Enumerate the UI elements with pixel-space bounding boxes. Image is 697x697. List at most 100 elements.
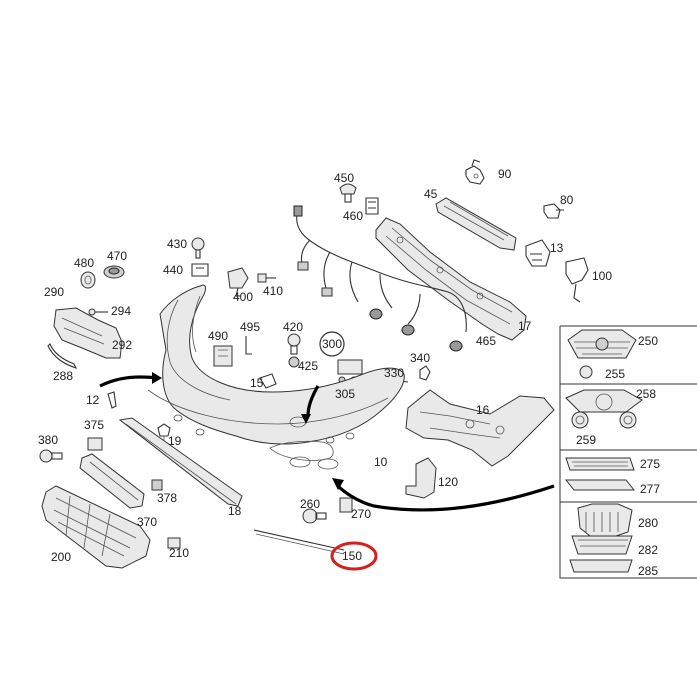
clip-378 bbox=[151, 479, 163, 491]
label-100: 100 bbox=[592, 269, 612, 283]
label-430: 430 bbox=[167, 237, 187, 251]
callout-circle-300 bbox=[319, 331, 345, 357]
label-282: 282 bbox=[638, 543, 658, 557]
label-330: 330 bbox=[384, 366, 404, 380]
grille-258 bbox=[565, 389, 643, 413]
label-470: 470 bbox=[107, 249, 127, 263]
label-13: 13 bbox=[550, 241, 564, 255]
variant-inset-panel bbox=[559, 325, 697, 579]
label-294: 294 bbox=[111, 304, 131, 318]
label-45: 45 bbox=[424, 187, 438, 201]
clip-80 bbox=[543, 203, 564, 219]
strip-150 bbox=[253, 529, 345, 555]
bolt-420 bbox=[287, 333, 301, 355]
strip-18 bbox=[118, 417, 243, 507]
clip-12 bbox=[107, 391, 117, 409]
trim-375 bbox=[87, 437, 103, 451]
label-270: 270 bbox=[351, 507, 371, 521]
bolt-260 bbox=[302, 508, 327, 524]
grille-280 bbox=[577, 503, 633, 537]
label-90: 90 bbox=[498, 167, 512, 181]
bumper-cover-10 bbox=[147, 284, 405, 470]
label-260: 260 bbox=[300, 497, 320, 511]
bolt-210 bbox=[167, 537, 181, 549]
pointer-arrows bbox=[99, 372, 555, 512]
label-15: 15 bbox=[250, 376, 264, 390]
label-255: 255 bbox=[605, 367, 625, 381]
label-375: 375 bbox=[84, 418, 104, 432]
bracket-120 bbox=[405, 457, 437, 499]
label-275: 275 bbox=[640, 457, 660, 471]
strip-288 bbox=[47, 343, 78, 369]
bolt-380 bbox=[39, 449, 63, 463]
label-410: 410 bbox=[263, 284, 283, 298]
nut-425 bbox=[288, 356, 300, 368]
label-200: 200 bbox=[51, 550, 71, 564]
clip-495 bbox=[245, 336, 252, 355]
label-18: 18 bbox=[228, 504, 242, 518]
grille-282 bbox=[571, 535, 633, 555]
label-370: 370 bbox=[137, 515, 157, 529]
bracket-440 bbox=[191, 263, 209, 277]
bolt-430 bbox=[191, 237, 205, 259]
label-10: 10 bbox=[374, 455, 388, 469]
carrier-16 bbox=[405, 389, 555, 467]
label-460: 460 bbox=[343, 209, 363, 223]
bracket-400 bbox=[227, 267, 249, 297]
label-425: 425 bbox=[298, 359, 318, 373]
label-12: 12 bbox=[86, 393, 100, 407]
label-495: 495 bbox=[240, 320, 260, 334]
label-210: 210 bbox=[169, 546, 189, 560]
label-285: 285 bbox=[638, 564, 658, 578]
wiring-harness-465 bbox=[293, 205, 467, 352]
bracket-100 bbox=[565, 257, 589, 303]
label-490: 490 bbox=[208, 329, 228, 343]
label-259: 259 bbox=[576, 433, 596, 447]
screw-294 bbox=[88, 308, 108, 316]
bracket-292 bbox=[53, 307, 123, 359]
clip-340 bbox=[419, 365, 431, 381]
label-80: 80 bbox=[560, 193, 574, 207]
label-120: 120 bbox=[438, 475, 458, 489]
label-288: 288 bbox=[53, 369, 73, 383]
clip-460 bbox=[365, 197, 379, 215]
bracket-490 bbox=[213, 345, 233, 367]
label-250: 250 bbox=[638, 334, 658, 348]
bolt-410 bbox=[257, 273, 276, 283]
bolt-450 bbox=[339, 183, 357, 203]
label-290: 290 bbox=[44, 285, 64, 299]
label-277: 277 bbox=[640, 482, 660, 496]
label-16: 16 bbox=[476, 403, 490, 417]
grille-275 bbox=[565, 457, 635, 471]
highlight-circle-150[interactable] bbox=[330, 541, 378, 571]
label-340: 340 bbox=[410, 351, 430, 365]
label-400: 400 bbox=[233, 290, 253, 304]
strip-285 bbox=[569, 559, 633, 573]
label-150[interactable]: 150 bbox=[342, 549, 362, 563]
part-labels: 90 450 45 460 80 13 430 470 480 440 400 … bbox=[38, 167, 660, 578]
grille-370 bbox=[79, 453, 145, 509]
label-280: 280 bbox=[638, 516, 658, 530]
bracket-13 bbox=[525, 239, 551, 267]
label-300: 300 bbox=[322, 337, 342, 351]
label-465: 465 bbox=[476, 334, 496, 348]
label-292: 292 bbox=[112, 338, 132, 352]
label-19: 19 bbox=[168, 434, 182, 448]
clip-270 bbox=[339, 497, 353, 513]
label-305: 305 bbox=[335, 387, 355, 401]
bracket-15 bbox=[259, 373, 277, 389]
label-380: 380 bbox=[38, 433, 58, 447]
grille-250 bbox=[567, 329, 637, 359]
badge-255 bbox=[579, 365, 593, 379]
label-450: 450 bbox=[334, 171, 354, 185]
bracket-90 bbox=[465, 159, 485, 185]
fog-rings-259 bbox=[571, 411, 637, 429]
impact-beam-17 bbox=[375, 217, 527, 341]
ring-480 bbox=[80, 271, 96, 289]
label-258: 258 bbox=[636, 387, 656, 401]
grille-200 bbox=[41, 485, 151, 569]
label-17: 17 bbox=[518, 319, 532, 333]
label-480: 480 bbox=[74, 256, 94, 270]
beam-45 bbox=[435, 197, 517, 251]
